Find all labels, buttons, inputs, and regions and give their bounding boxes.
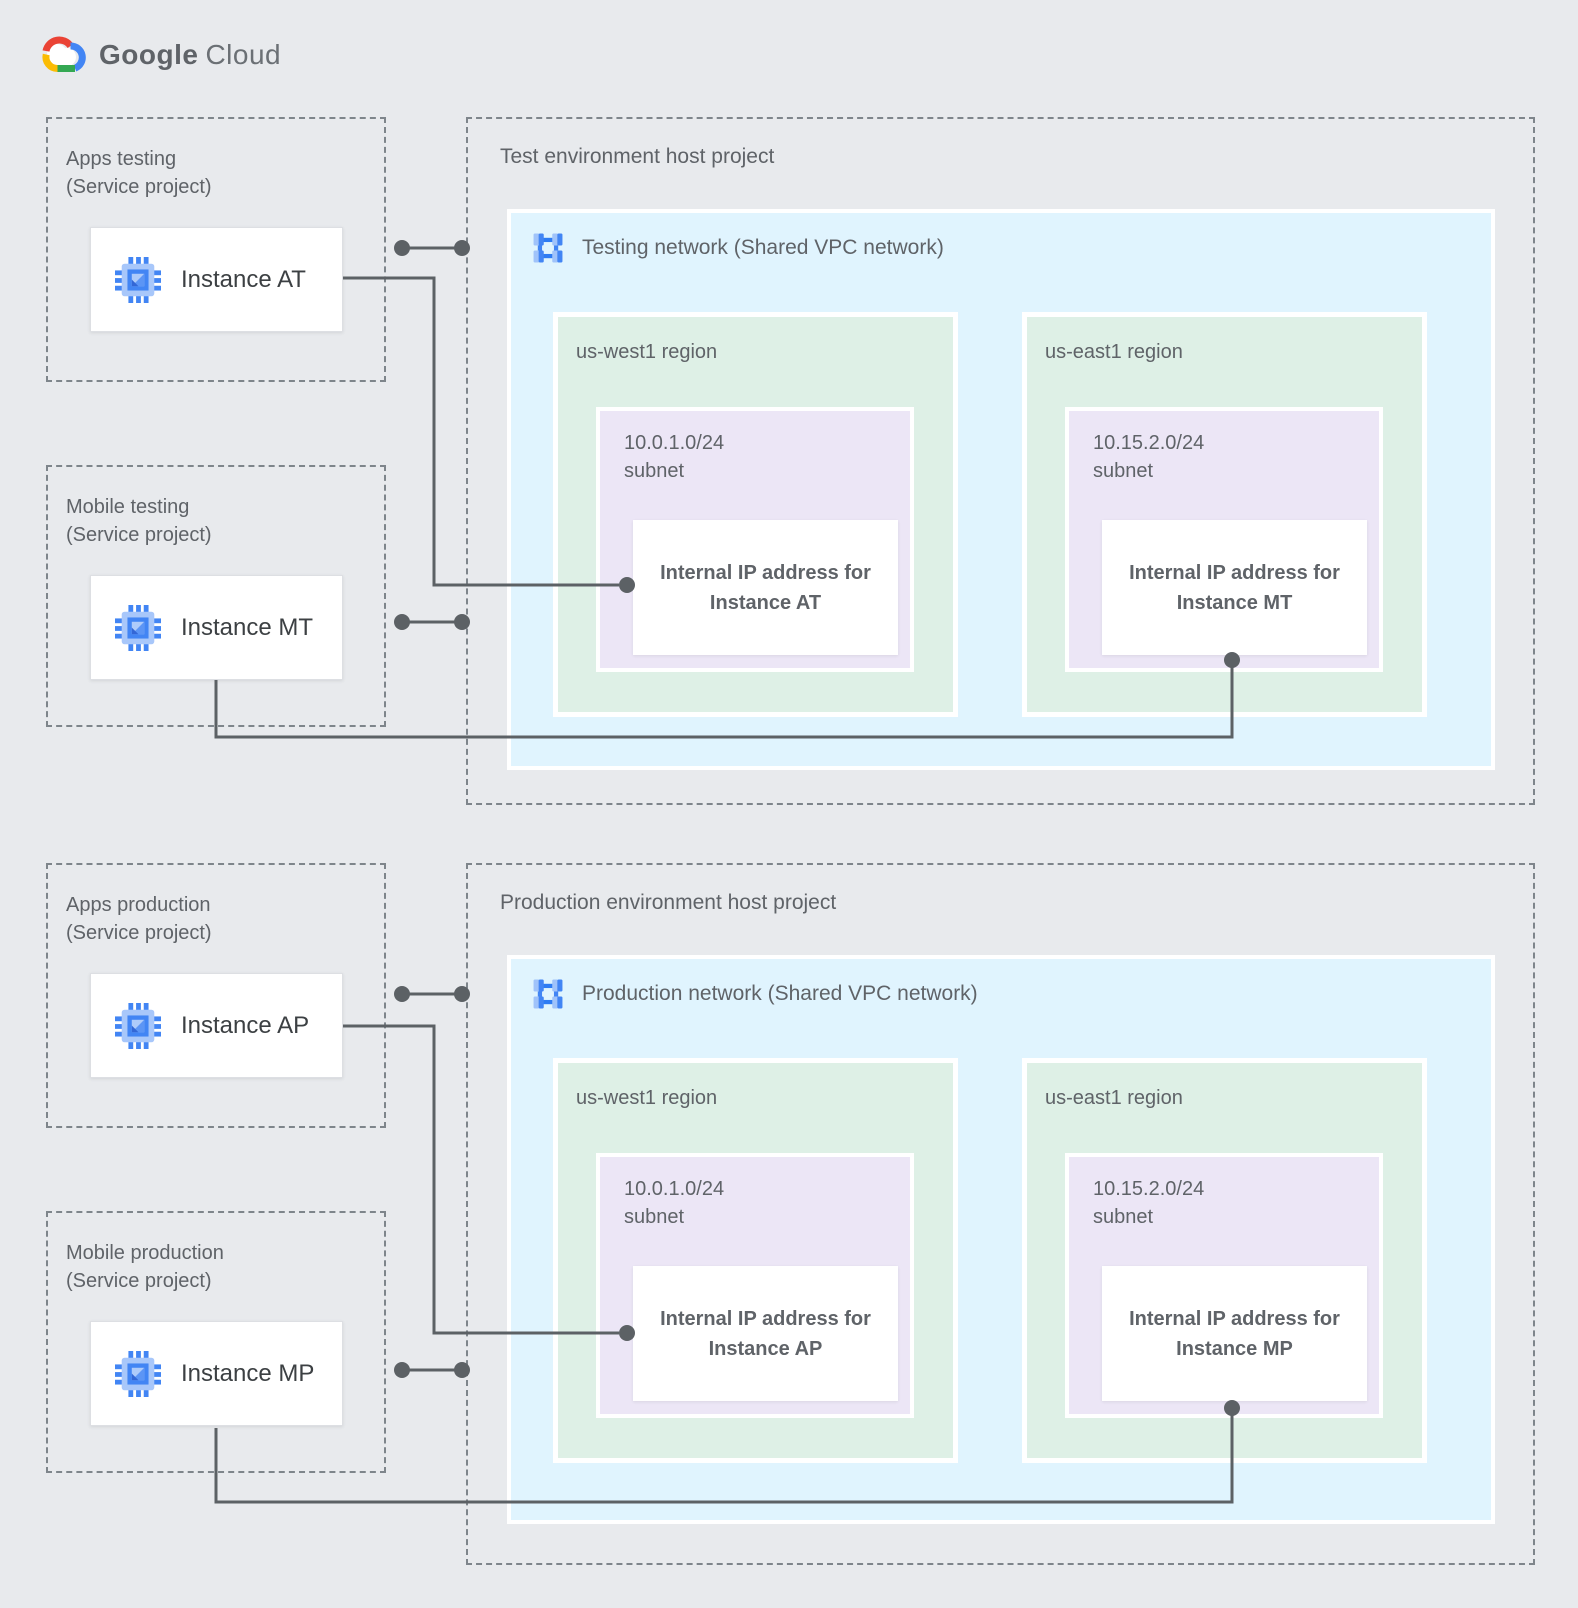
testing-shared-vpc-network: Testing network (Shared VPC network) us-…: [507, 209, 1495, 770]
service-project-subtitle: (Service project): [66, 922, 212, 944]
subnet-us-east1: 10.15.2.0/24 subnet Internal IP address …: [1065, 407, 1383, 672]
service-project-title: Mobile production (Service project): [66, 1239, 224, 1295]
instance-mt-card: Instance MT: [90, 575, 343, 680]
subnet-label: 10.0.1.0/24 subnet: [624, 1175, 724, 1231]
compute-engine-icon: [115, 1002, 161, 1049]
subnet-word: subnet: [1093, 460, 1154, 482]
subnet-word: subnet: [624, 460, 685, 482]
subnet-label: 10.0.1.0/24 subnet: [624, 429, 724, 485]
ip-line2: Instance MP: [1176, 1337, 1293, 1360]
subnet-word: subnet: [1093, 1206, 1154, 1228]
subnet-label: 10.15.2.0/24 subnet: [1093, 429, 1204, 485]
ip-line2: Instance MT: [1176, 591, 1293, 614]
production-shared-vpc-network: Production network (Shared VPC network) …: [507, 955, 1495, 1524]
google-cloud-icon: [42, 36, 86, 73]
logo-product-text: Cloud: [205, 39, 282, 70]
subnet-label: 10.15.2.0/24 subnet: [1093, 1175, 1204, 1231]
network-header: Testing network (Shared VPC network): [531, 231, 944, 265]
region-label: us-west1 region: [576, 1087, 718, 1109]
instance-label: Instance AT: [181, 265, 306, 293]
mobile-production-service-project: Mobile production (Service project): [46, 1211, 386, 1473]
subnet-us-west1: 10.0.1.0/24 subnet Internal IP address f…: [596, 407, 914, 672]
service-project-title: Mobile testing (Service project): [66, 493, 212, 549]
ip-line2: Instance AP: [708, 1337, 823, 1360]
internal-ip-box: Internal IP address for Instance MP: [1102, 1266, 1367, 1401]
compute-engine-icon: [115, 1350, 161, 1397]
internal-ip-text: Internal IP address for Instance MT: [1129, 558, 1340, 618]
region-us-east1: us-east1 region 10.15.2.0/24 subnet Inte…: [1022, 1058, 1427, 1463]
network-label: Production network (Shared VPC network): [582, 982, 978, 1005]
instance-label: Instance MP: [181, 1359, 315, 1387]
region-label: us-west1 region: [576, 341, 718, 363]
host-project-title: Test environment host project: [500, 145, 775, 168]
internal-ip-text: Internal IP address for Instance MP: [1129, 1304, 1340, 1364]
host-project-title: Production environment host project: [500, 891, 837, 914]
subnet-us-east1: 10.15.2.0/24 subnet Internal IP address …: [1065, 1153, 1383, 1418]
vpc-network-icon: [533, 979, 563, 1009]
subnet-cidr: 10.15.2.0/24: [1093, 1178, 1205, 1200]
service-project-name: Apps testing: [66, 148, 177, 170]
apps-production-service-project: Apps production (Service project): [46, 863, 386, 1128]
instance-label: Instance AP: [181, 1011, 310, 1039]
subnet-word: subnet: [624, 1206, 685, 1228]
service-project-title: Apps testing (Service project): [66, 145, 212, 201]
internal-ip-text: Internal IP address for Instance AP: [660, 1304, 871, 1364]
ip-line1: Internal IP address for: [660, 1307, 871, 1330]
internal-ip-box: Internal IP address for Instance AP: [633, 1266, 898, 1401]
internal-ip-box: Internal IP address for Instance AT: [633, 520, 898, 655]
ip-line1: Internal IP address for: [1129, 561, 1340, 584]
logo-brand-text: Google: [99, 39, 199, 70]
instance-at-card: Instance AT: [90, 227, 343, 332]
network-header: Production network (Shared VPC network): [531, 977, 978, 1011]
production-environment-host-project: Production environment host project: [466, 863, 1535, 1565]
service-project-name: Mobile testing: [66, 496, 190, 518]
service-project-subtitle: (Service project): [66, 524, 212, 546]
ip-line1: Internal IP address for: [660, 561, 871, 584]
testing-environment-group: Apps testing (Service project): [0, 117, 1578, 817]
ip-line1: Internal IP address for: [1129, 1307, 1340, 1330]
ip-line2: Instance AT: [709, 591, 822, 614]
instance-label: Instance MT: [181, 613, 314, 641]
instance-mp-card: Instance MP: [90, 1321, 343, 1426]
service-project-title: Apps production (Service project): [66, 891, 212, 947]
compute-engine-icon: [115, 604, 161, 651]
service-project-subtitle: (Service project): [66, 176, 212, 198]
region-us-west1: us-west1 region 10.0.1.0/24 subnet Inter…: [553, 1058, 958, 1463]
region-label: us-east1 region: [1045, 1087, 1183, 1109]
vpc-network-icon: [533, 233, 563, 263]
network-label: Testing network (Shared VPC network): [582, 236, 944, 259]
subnet-cidr: 10.0.1.0/24: [624, 1178, 725, 1200]
subnet-us-west1: 10.0.1.0/24 subnet Internal IP address f…: [596, 1153, 914, 1418]
subnet-cidr: 10.0.1.0/24: [624, 432, 725, 454]
instance-ap-card: Instance AP: [90, 973, 343, 1078]
production-environment-group: Apps production (Service project): [0, 863, 1578, 1575]
region-us-east1: us-east1 region 10.15.2.0/24 subnet Inte…: [1022, 312, 1427, 717]
region-us-west1: us-west1 region 10.0.1.0/24 subnet Inter…: [553, 312, 958, 717]
internal-ip-text: Internal IP address for Instance AT: [660, 558, 871, 618]
apps-testing-service-project: Apps testing (Service project): [46, 117, 386, 382]
test-environment-host-project: Test environment host project: [466, 117, 1535, 805]
compute-engine-icon: [115, 256, 161, 303]
service-project-name: Apps production: [66, 894, 211, 916]
subnet-cidr: 10.15.2.0/24: [1093, 432, 1205, 454]
internal-ip-box: Internal IP address for Instance MT: [1102, 520, 1367, 655]
service-project-name: Mobile production: [66, 1242, 224, 1264]
region-label: us-east1 region: [1045, 341, 1183, 363]
service-project-subtitle: (Service project): [66, 1270, 212, 1292]
mobile-testing-service-project: Mobile testing (Service project): [46, 465, 386, 727]
